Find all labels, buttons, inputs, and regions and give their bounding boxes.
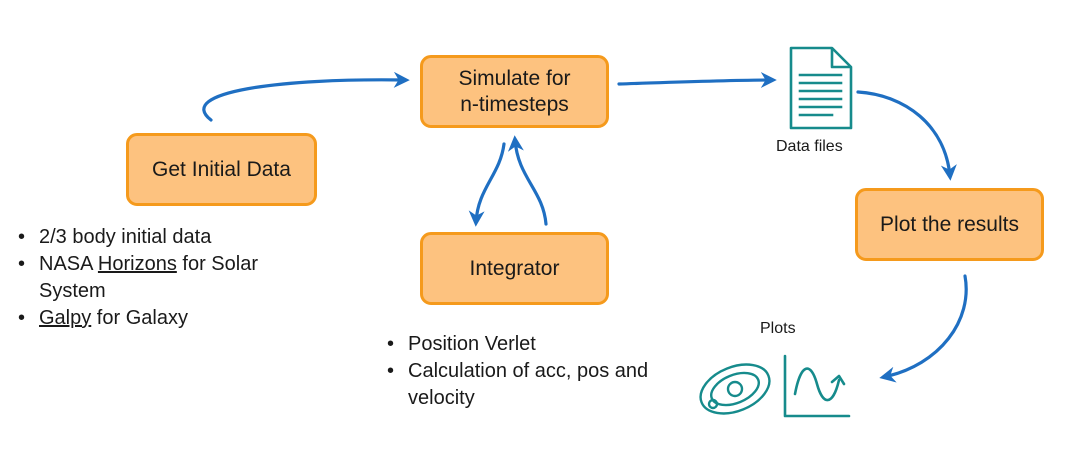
planet-orbit-icon	[699, 363, 771, 415]
plot-results-label: Plot the results	[880, 212, 1019, 236]
arrow-simulate-to-datafiles	[617, 72, 777, 89]
document-lines-icon	[789, 46, 853, 130]
plots-caption: Plots	[760, 320, 796, 337]
arrow-simulate-to-integrator	[468, 142, 506, 227]
integrator-label: Integrator	[469, 256, 560, 280]
arrow-get-to-simulate	[202, 71, 410, 122]
line-plot-icon	[783, 354, 851, 418]
bullet-text: for Solar System	[39, 253, 258, 302]
bullet-item: Calculation of acc, pos and velocity	[385, 358, 655, 412]
integrator-bullet-list: Position Verlet Calculation of acc, pos …	[385, 331, 655, 412]
data-files-caption: Data files	[776, 138, 843, 155]
arrow-datafiles-to-plot	[856, 90, 957, 181]
integrator-node: Integrator	[420, 232, 609, 305]
get-initial-data-node: Get Initial Data	[126, 133, 317, 206]
horizons-link[interactable]: Horizons	[97, 253, 177, 275]
bullet-text: Position Verlet	[408, 333, 536, 355]
bullet-text: NASA	[39, 253, 98, 275]
bullet-item: 2/3 body initial data	[16, 224, 316, 251]
simulate-label: Simulate for n-timesteps	[458, 66, 571, 116]
arrow-integrator-to-simulate	[507, 135, 548, 226]
simulate-node: Simulate for n-timesteps	[420, 55, 609, 128]
bullet-text: Calculation of acc, pos and velocity	[408, 360, 649, 409]
bullet-item: NASA Horizons for Solar System	[16, 251, 316, 305]
get-initial-data-label: Get Initial Data	[152, 157, 291, 181]
bullet-text: 2/3 body initial data	[39, 226, 212, 248]
plot-results-node: Plot the results	[855, 188, 1044, 261]
initial-data-bullet-list: 2/3 body initial data NASA Horizons for …	[16, 224, 316, 332]
bullet-item: Galpy for Galaxy	[16, 305, 316, 332]
bullet-item: Position Verlet	[385, 331, 655, 358]
bullet-text: for Galaxy	[91, 307, 188, 329]
arrow-plot-to-plots	[879, 274, 968, 383]
galpy-link[interactable]: Galpy	[39, 307, 92, 329]
